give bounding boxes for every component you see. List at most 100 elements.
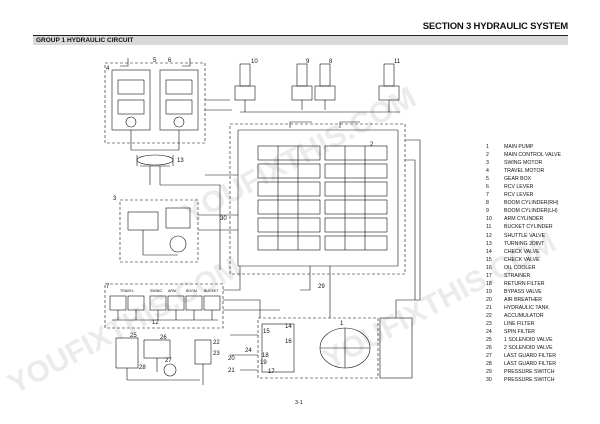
callout-27: 27 <box>165 358 172 364</box>
legend-row: 30 PRESSURE SWITCH <box>486 376 586 384</box>
legend-label: STRAINER <box>504 272 531 279</box>
legend-row: 7 RCV LEVER <box>486 191 586 199</box>
callout-17: 17 <box>268 369 275 375</box>
rcv-label-bucket: BUCKET <box>204 289 219 293</box>
legend-label: PRESSURE SWITCH <box>504 369 555 376</box>
legend-label: RETURN FILTER <box>504 280 545 287</box>
legend-label: BUCKET CYLINDER <box>504 224 553 231</box>
legend-number: 14 <box>486 248 492 255</box>
legend-number: 10 <box>486 216 492 223</box>
legend-label: MAIN PUMP <box>504 144 534 150</box>
legend-number: 29 <box>486 369 492 376</box>
callout-30: 30 <box>220 216 227 222</box>
legend-number: 6 <box>486 184 489 191</box>
watermark-text-1: YOUFIXTHIS.COM <box>3 251 247 401</box>
legend-row: 3 SWING MOTOR <box>486 159 586 167</box>
legend-label: ACCUMULATOR <box>504 312 544 319</box>
callout-2: 2 <box>370 142 374 148</box>
legend-number: 23 <box>486 321 492 328</box>
callout-12: 12 <box>152 320 159 326</box>
legend-label: LINE FILTER <box>504 321 535 328</box>
legend-label: GEAR BOX <box>504 176 532 183</box>
legend-row: 1 MAIN PUMP <box>486 143 586 151</box>
rcv-label-arm: ARM <box>168 289 176 293</box>
legend-row: 29 PRESSURE SWITCH <box>486 368 586 376</box>
legend-number: 3 <box>486 160 489 167</box>
legend-number: 24 <box>486 329 492 336</box>
rcv-labels: TRAVEL SWING ARM BOOM BUCKET <box>120 289 219 293</box>
callout-14: 14 <box>285 324 292 330</box>
legend-row: 5 GEAR BOX <box>486 175 586 183</box>
rcv-label-swing: SWING <box>150 289 162 293</box>
callout-18: 18 <box>262 353 269 359</box>
callout-numbers: 10 9 8 11 5 6 1 2 3 4 7 12 13 14 15 16 1… <box>106 58 401 375</box>
swing-motor <box>119 199 199 263</box>
legend-number: 8 <box>486 200 489 207</box>
legend-label: RCV LEVER <box>504 192 534 199</box>
callout-3: 3 <box>113 196 117 202</box>
hydraulic-lines <box>160 99 421 318</box>
legend-number: 15 <box>486 256 492 263</box>
legend-number: 7 <box>486 192 489 199</box>
callout-23: 23 <box>213 351 220 357</box>
solenoid-valves <box>115 337 212 385</box>
legend-number: 26 <box>486 345 492 352</box>
legend-label: CHECK VALVE <box>504 248 540 255</box>
legend-number: 17 <box>486 272 492 279</box>
group-title: GROUP 1 HYDRAULIC CIRCUIT <box>36 37 134 44</box>
turning-joint <box>136 154 174 185</box>
legend-label: ARM CYLINDER <box>504 216 544 223</box>
callout-19: 19 <box>260 360 267 366</box>
legend-row: 19 BYPASS VALVE <box>486 288 586 296</box>
legend-number: 28 <box>486 361 492 368</box>
legend-number: 18 <box>486 280 492 287</box>
legend-number: 27 <box>486 353 492 360</box>
legend-row: 17 STRAINER <box>486 272 586 280</box>
legend-row: 10 ARM CYLINDER <box>486 215 586 223</box>
legend-row: 20 AIR BREATHER <box>486 296 586 304</box>
rcv-label-boom: BOOM <box>186 289 197 293</box>
legend-label: PRESSURE SWITCH <box>504 377 555 384</box>
legend-number: 11 <box>486 224 492 231</box>
callout-28: 28 <box>139 365 146 371</box>
legend-number: 5 <box>486 176 489 183</box>
legend-row: 26 2 SOLENOID VALVE <box>486 344 586 352</box>
legend-number: 20 <box>486 296 492 303</box>
cyl-label-11: 11 <box>394 59 401 65</box>
cyl-label-9: 9 <box>306 59 310 65</box>
pump-label-6: 6 <box>168 58 172 64</box>
legend-number: 19 <box>486 288 492 295</box>
main-pump-tank <box>230 299 420 379</box>
legend-label: AIR BREATHER <box>504 296 542 303</box>
callout-26: 26 <box>160 335 167 341</box>
legend-number: 13 <box>486 240 492 247</box>
legend-number: 1 <box>486 144 489 150</box>
callout-7: 7 <box>106 284 110 290</box>
watermark: YOUFIXTHIS.COM YOUFIXTHIS.COM YOUFIXTHIS… <box>3 81 562 401</box>
legend-label: 2 SOLENOID VALVE <box>504 345 553 352</box>
callout-29: 29 <box>318 284 325 290</box>
page-number: 3-1 <box>295 400 303 406</box>
callout-21: 21 <box>228 368 235 374</box>
legend-number: 22 <box>486 312 492 319</box>
main-control-valve <box>229 121 406 275</box>
rcv-lever-block <box>104 283 224 329</box>
legend-label: BOOM CYLINDER(RH) <box>504 200 559 207</box>
callout-13: 13 <box>177 158 184 164</box>
legend-label: BYPASS VALVE <box>504 288 542 295</box>
legend-number: 4 <box>486 168 489 175</box>
legend-row: 11 BUCKET CYLINDER <box>486 223 586 231</box>
rcv-label-travel: TRAVEL <box>120 289 134 293</box>
legend-number: 30 <box>486 377 492 384</box>
legend-label: SWING MOTOR <box>504 160 543 167</box>
legend-label: LAST GUARD FILTER <box>504 361 556 368</box>
